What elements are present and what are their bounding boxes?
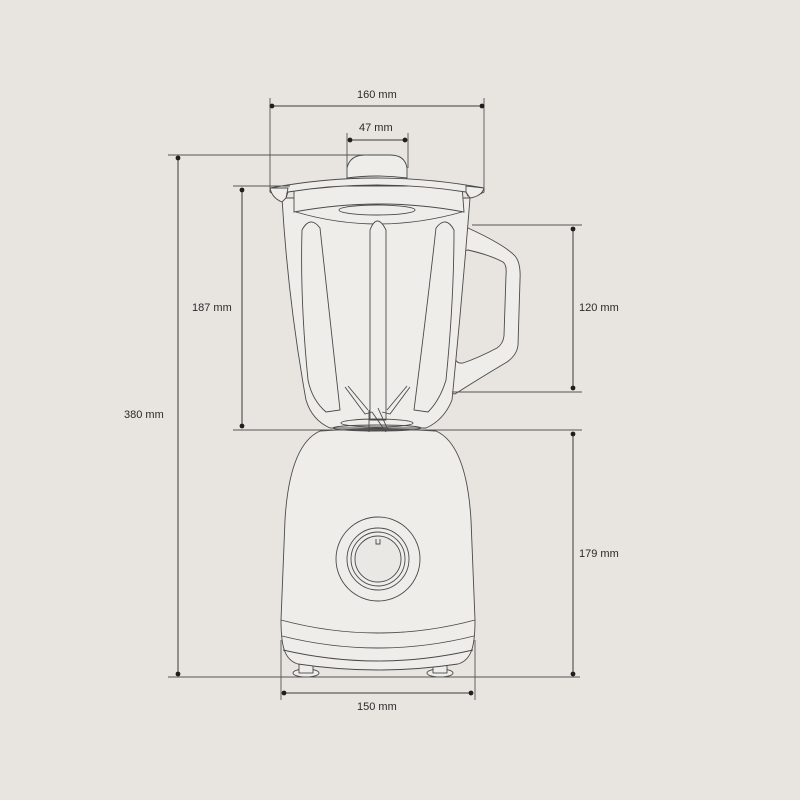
label-base-width: 150 mm xyxy=(357,701,397,713)
control-knob xyxy=(335,516,421,602)
feet xyxy=(292,663,454,678)
dimension-120mm xyxy=(452,224,582,393)
label-base-height: 179 mm xyxy=(579,548,619,560)
dimension-47mm xyxy=(346,133,409,168)
dimension-380mm xyxy=(168,154,580,678)
jar xyxy=(281,185,471,433)
motor-base xyxy=(280,428,476,678)
dimension-179mm xyxy=(570,431,576,677)
blade-assembly xyxy=(344,385,411,433)
label-handle-height: 120 mm xyxy=(579,302,619,314)
dimension-150mm xyxy=(280,640,476,700)
lid-cap xyxy=(346,154,408,179)
label-total-width: 160 mm xyxy=(357,89,397,101)
dimension-160mm xyxy=(269,98,485,188)
dimension-187mm xyxy=(233,185,582,431)
label-total-height: 380 mm xyxy=(124,409,164,421)
lid xyxy=(269,154,485,203)
label-lid-cap-width: 47 mm xyxy=(359,122,393,134)
label-jar-height: 187 mm xyxy=(192,302,232,314)
